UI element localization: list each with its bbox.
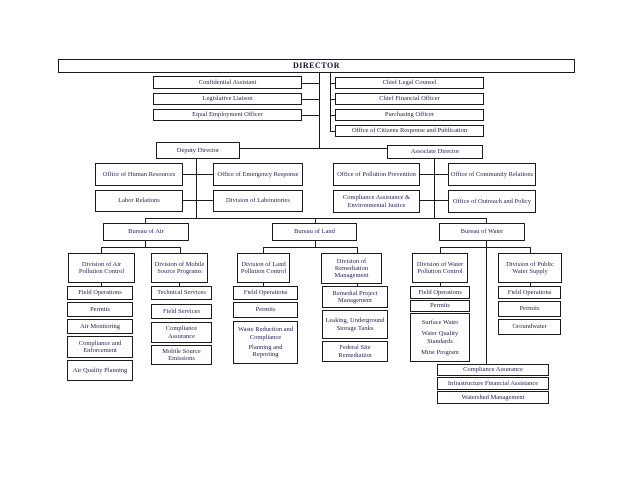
connector-line [357, 247, 358, 253]
connector-line [330, 99, 335, 100]
unit-box-infrastructure-financial-assistance: Infrastructure Financial Assistance [437, 377, 549, 390]
unit-label-planning-reporting: Planning and Reporting [248, 344, 283, 359]
division-land-pollution-control-box: Division of Land Pollution Control [237, 253, 290, 283]
connector-line [440, 247, 441, 253]
office-outreach-policy-box: Office of Outreach and Policy [448, 190, 536, 213]
connector-line [101, 282, 102, 286]
unit-box-permits: Permits [67, 302, 133, 317]
office-community-relations-box: Office of Community Relations [448, 163, 536, 186]
connector-line [196, 148, 434, 149]
unit-box-permits: Permits [498, 301, 561, 317]
connector-line [434, 148, 435, 218]
staff-box-purchasing-officer: Purchasing Officer [335, 109, 484, 121]
staff-box-chief-legal-counsel: Chief Legal Counsel [335, 77, 484, 89]
compliance-assistance-env-justice-box: Compliance Assistance & Environmental Ju… [333, 190, 420, 213]
connector-line [315, 218, 316, 223]
unit-label-mine-program: Mine Program [421, 348, 459, 356]
connector-line [319, 72, 320, 148]
connector-line [486, 218, 487, 223]
bureau-of-land-box: Bureau of Land [272, 223, 357, 241]
unit-box-surface-water-group: Surface Water Water Quality Standards Mi… [410, 313, 470, 362]
unit-box-waste-reduction-planning: Waste Reduction and Compliance Planning … [233, 321, 298, 364]
connector-line [330, 72, 331, 131]
unit-box-compliance-assurance-water: Compliance Assurance [437, 364, 549, 376]
office-human-resources-box: Office of Human Resources [95, 163, 183, 186]
connector-line [196, 148, 197, 218]
office-pollution-prevention-box: Office of Pollution Prevention [333, 163, 420, 186]
bureau-of-air-box: Bureau of Air [103, 223, 189, 241]
connector-line [101, 247, 180, 248]
unit-box-field-operations: Field Operations [67, 286, 133, 300]
division-remediation-management-box: Division of Remediation Management [321, 253, 382, 284]
connector-line [101, 247, 102, 253]
unit-box-mobile-source-emissions: Mobile Source Emissions [151, 345, 212, 365]
connector-line [357, 282, 358, 286]
connector-line [330, 83, 335, 84]
connector-line [302, 83, 319, 84]
connector-line [420, 200, 448, 201]
connector-line [440, 282, 441, 286]
unit-box-watershed-management: Watershed Management [437, 391, 549, 404]
office-emergency-response-box: Office of Emergency Response [213, 163, 303, 186]
unit-box-groundwater: Groundwater [498, 319, 561, 335]
unit-box-technical-services: Technical Services [151, 286, 212, 300]
unit-box-remedial-project-management: Remedial Project Management [322, 286, 388, 308]
unit-box-field-services: Field Services [151, 304, 212, 319]
unit-label-water-quality-standards: Water Quality Standards [421, 330, 459, 345]
connector-line [180, 247, 181, 253]
unit-box-compliance-assurance: Compliance Assurance [151, 322, 212, 343]
unit-label-waste-reduction-compliance: Waste Reduction and Compliance [237, 326, 294, 341]
connector-line [420, 174, 448, 175]
staff-box-confidential-assistant: Confidential Assistant [153, 76, 302, 89]
connector-line [263, 282, 264, 286]
connector-line [179, 282, 180, 286]
division-water-pollution-control-box: Division of Water Pollution Control [412, 253, 468, 283]
unit-box-compliance-enforcement: Compliance and Enforcement [67, 336, 133, 358]
division-air-pollution-control-box: Division of Air Pollution Control [68, 253, 135, 283]
unit-box-field-operations: Field Operations [410, 286, 470, 299]
staff-box-legislative-liaison: Legislative Liaison [153, 93, 302, 105]
director-box: DIRECTOR [58, 59, 575, 73]
unit-box-field-operations: Field Operations [498, 286, 561, 299]
connector-line [530, 282, 531, 286]
connector-line [302, 115, 319, 116]
connector-line [486, 241, 487, 364]
staff-box-citizens-response: Office of Citizens Response and Publicat… [335, 125, 484, 137]
unit-box-leaking-underground-storage-tanks: Leaking, Underground Storage Tanks [322, 310, 388, 339]
connector-line [330, 131, 335, 132]
deputy-director-box: Deputy Director [156, 142, 240, 159]
unit-box-field-operations: Field Operations [233, 286, 298, 300]
unit-box-air-monitoring: Air Monitoring [67, 319, 133, 334]
division-public-water-supply-box: Division of Public Water Supply [498, 253, 562, 283]
connector-line [183, 200, 213, 201]
connector-line [183, 174, 213, 175]
associate-director-box: Associate Director [387, 145, 483, 159]
connector-line [145, 241, 146, 247]
labor-relations-box: Labor Relations [95, 190, 183, 212]
connector-line [263, 247, 357, 248]
division-of-laboratories-box: Division of Laboratories [213, 190, 303, 212]
connector-line [145, 218, 146, 223]
connector-line [315, 241, 316, 247]
connector-line [330, 115, 335, 116]
connector-line [263, 247, 264, 253]
staff-box-chief-financial-officer: Chief Financial Officer [335, 93, 484, 105]
connector-line [302, 99, 319, 100]
unit-box-air-quality-planning: Air Quality Planning [67, 360, 133, 381]
unit-box-permits: Permits [233, 302, 298, 318]
unit-label-surface-water: Surface Water [421, 318, 459, 326]
staff-box-equal-employment-officer: Equal Employment Officer [153, 109, 302, 121]
bureau-of-water-box: Bureau of Water [439, 223, 525, 241]
connector-line [440, 247, 530, 248]
unit-box-federal-site-remediation: Federal Site Remediation [322, 341, 388, 362]
unit-box-permits: Permits [410, 300, 470, 312]
connector-line [530, 247, 531, 253]
division-mobile-source-programs-box: Division of Mobile Source Programs [151, 253, 208, 283]
